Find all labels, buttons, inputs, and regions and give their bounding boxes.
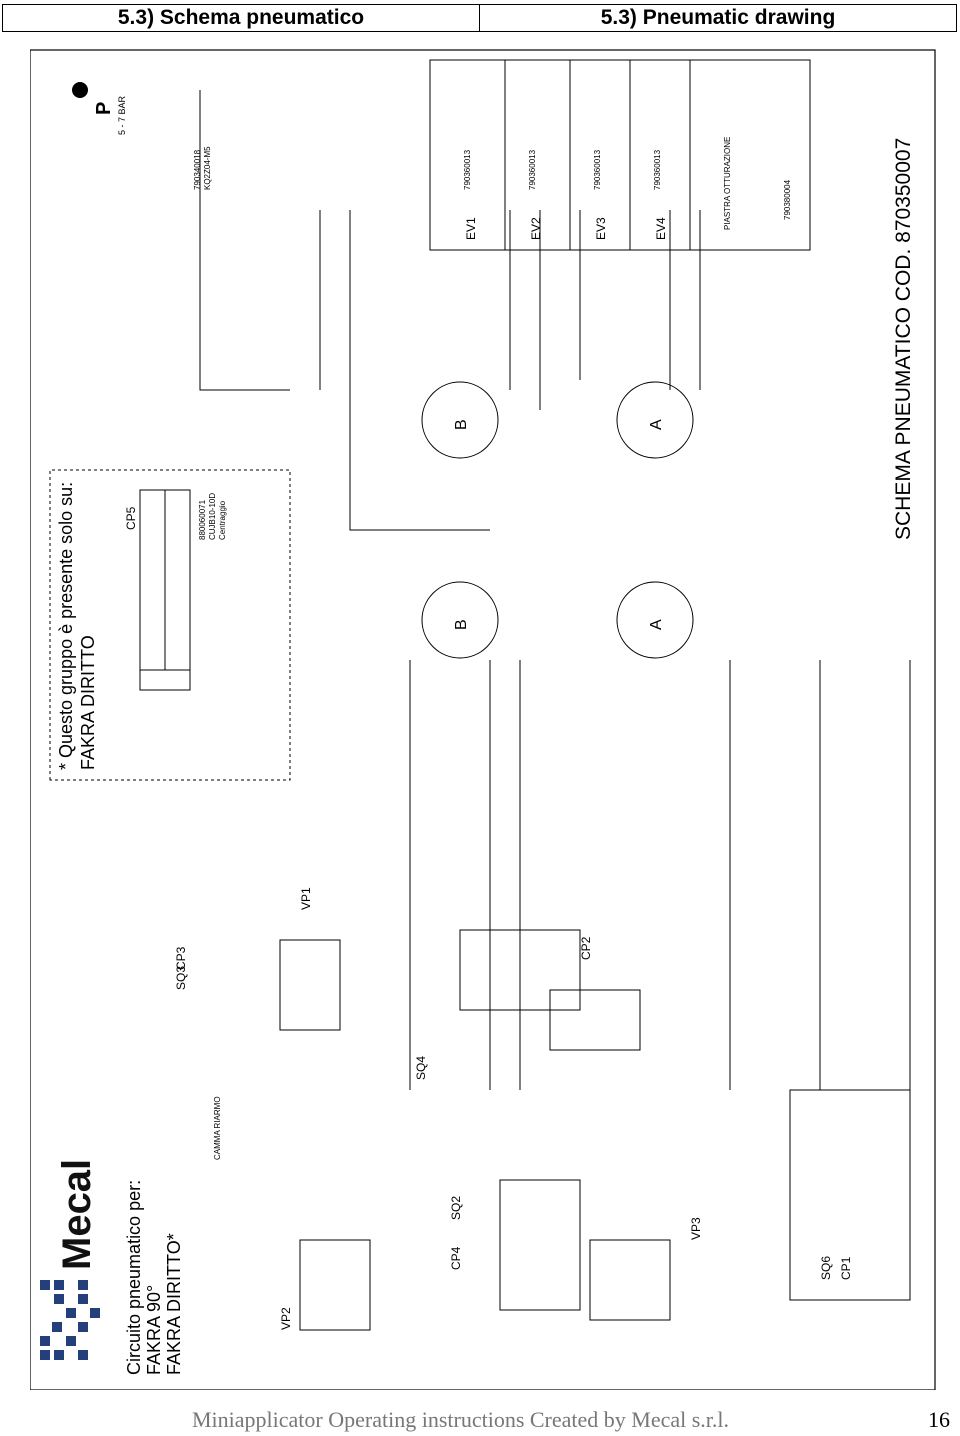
svg-text:CP1: CP1 [839, 1256, 853, 1280]
svg-text:Mecal: Mecal [55, 1159, 99, 1270]
svg-text:FAKRA DIRITTO*: FAKRA DIRITTO* [164, 1233, 184, 1375]
page-header: 5.3) Schema pneumatico 5.3) Pneumatic dr… [2, 4, 957, 32]
svg-text:790380004: 790380004 [783, 179, 792, 220]
svg-text:CP4: CP4 [449, 1246, 463, 1270]
svg-text:CP2: CP2 [579, 936, 593, 960]
mecal-logo: Mecal [40, 1159, 100, 1360]
page-number: 16 [928, 1407, 950, 1432]
svg-text:5 - 7 BAR: 5 - 7 BAR [117, 95, 127, 135]
header-title-it: 5.3) Schema pneumatico [117, 6, 365, 29]
svg-text:SQ6: SQ6 [819, 1256, 833, 1280]
svg-text:SQ4: SQ4 [414, 1056, 428, 1080]
page-footer: Miniapplicator Operating instructions Cr… [0, 1405, 960, 1435]
svg-text:PIASTRA OTTURAZIONE: PIASTRA OTTURAZIONE [723, 137, 732, 230]
svg-text:790360013: 790360013 [463, 149, 472, 190]
svg-text:B: B [453, 419, 470, 430]
svg-text:SCHEMA PNEUMATICO COD. 8703500: SCHEMA PNEUMATICO COD. 870350007 [892, 138, 915, 540]
svg-text:790360013: 790360013 [528, 149, 537, 190]
svg-text:Circuito pneumatico per:: Circuito pneumatico per: [124, 1180, 144, 1375]
svg-text:EV4: EV4 [654, 217, 668, 240]
valve-manifold: EV1 EV2 EV3 EV4 790360013 790360013 7903… [463, 60, 792, 250]
pneumatic-schematic: Mecal Circuito pneumatico per: FAKRA 90°… [30, 49, 936, 1390]
header-title-en: 5.3) Pneumatic drawing [479, 5, 956, 31]
svg-text:Centraggio: Centraggio [218, 500, 227, 540]
svg-text:880060071: 880060071 [198, 499, 207, 540]
svg-text:P: P [93, 102, 115, 115]
svg-text:CUJB10-10D: CUJB10-10D [208, 493, 217, 540]
svg-text:CAMMA RIARMO: CAMMA RIARMO [213, 1096, 222, 1160]
svg-text:CP3: CP3 [174, 946, 188, 970]
svg-text:KQ2Z04-M5: KQ2Z04-M5 [203, 146, 212, 190]
svg-text:790360013: 790360013 [653, 149, 662, 190]
svg-text:SQ3: SQ3 [174, 966, 188, 990]
svg-text:VP1: VP1 [299, 887, 313, 910]
svg-text:EV3: EV3 [594, 217, 608, 240]
svg-text:EV2: EV2 [529, 217, 543, 240]
footer-text: Miniapplicator Operating instructions Cr… [192, 1407, 730, 1432]
svg-text:A: A [648, 619, 665, 630]
svg-text:790360013: 790360013 [593, 149, 602, 190]
svg-text:VP2: VP2 [279, 1307, 293, 1330]
svg-text:EV1: EV1 [464, 217, 478, 240]
svg-text:VP3: VP3 [689, 1217, 703, 1240]
svg-text:FAKRA DIRITTO: FAKRA DIRITTO [78, 635, 98, 770]
svg-text:* Questo gruppo è presente sol: * Questo gruppo è presente solo su: [56, 482, 76, 770]
svg-text:FAKRA 90°: FAKRA 90° [144, 1285, 164, 1375]
svg-text:SQ2: SQ2 [449, 1196, 463, 1220]
svg-text:CP5: CP5 [124, 506, 138, 530]
svg-text:A: A [648, 419, 665, 430]
svg-text:790340018: 790340018 [193, 149, 202, 190]
svg-text:B: B [453, 619, 470, 630]
